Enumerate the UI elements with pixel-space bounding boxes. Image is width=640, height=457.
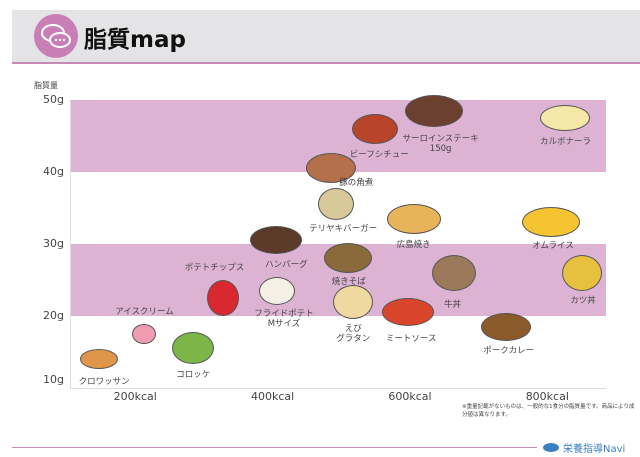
food-illustration-icon xyxy=(250,226,303,255)
food-illustration-icon xyxy=(132,324,157,344)
brand-icon xyxy=(543,443,559,452)
food-label: カルボナーラ xyxy=(539,137,591,147)
page-title: 脂質map xyxy=(84,27,186,53)
food-label: オムライス xyxy=(532,241,574,252)
food-label: ハンバーグ xyxy=(265,260,308,271)
header-bar: 脂質map xyxy=(12,10,640,64)
y-tick-label: 40g xyxy=(43,165,64,178)
food-label: ミートソース xyxy=(385,334,437,345)
food-label: ビーフシチュー xyxy=(349,149,409,160)
food-illustration-icon xyxy=(318,188,355,221)
food-illustration-icon xyxy=(352,113,399,144)
y-tick-label: 20g xyxy=(43,309,64,322)
food-label: えびグラタン xyxy=(336,323,371,344)
food-label: 広島焼き xyxy=(396,239,431,250)
food-illustration-icon xyxy=(207,280,240,316)
food-illustration-icon xyxy=(431,254,476,291)
food-label: 豚の角煮 xyxy=(339,178,374,189)
food-illustration-icon xyxy=(306,153,357,184)
food-label: クロワッサン xyxy=(78,377,130,388)
food-label: コロッケ xyxy=(176,370,211,381)
x-tick-label: 800kcal xyxy=(525,390,569,403)
footer-divider xyxy=(12,447,537,448)
y-tick-label: 10g xyxy=(43,373,64,386)
food-illustration-icon xyxy=(540,105,591,131)
food-label: テリヤキバーガー xyxy=(309,224,378,235)
food-illustration-icon xyxy=(172,332,215,365)
y-axis-label: 脂質量 xyxy=(34,81,58,90)
brand-logo: 栄養指導Navi xyxy=(543,440,625,455)
food-label: ポークカレー xyxy=(483,345,535,356)
food-illustration-icon xyxy=(80,349,119,370)
x-tick-label: 400kcal xyxy=(250,390,295,403)
food-label: アイスクリーム xyxy=(115,307,174,317)
food-illustration-icon xyxy=(333,284,374,319)
footnote: ※重量記載がないものは、一般的な1食分の脂質量です。商品により成分値は異なります… xyxy=(462,404,635,418)
x-tick-label: 600kcal xyxy=(388,390,432,403)
food-illustration-icon xyxy=(480,312,531,341)
food-label: 焼きそば xyxy=(331,277,366,288)
x-tick-label: 200kcal xyxy=(113,390,157,403)
brand-name: 栄養指導Navi xyxy=(563,444,626,455)
food-label: 牛丼 xyxy=(444,299,462,310)
food-illustration-icon xyxy=(522,207,581,238)
food-illustration-icon xyxy=(323,243,372,274)
y-tick-label: 30g xyxy=(43,237,64,250)
food-label: カツ丼 xyxy=(570,295,596,306)
food-label: ポテトチップス xyxy=(184,263,245,273)
y-tick-label: 50g xyxy=(43,93,64,106)
food-illustration-icon xyxy=(382,298,435,327)
food-illustration-icon xyxy=(259,276,296,305)
food-illustration-icon xyxy=(386,203,441,234)
chat-bubbles-icon xyxy=(34,14,78,58)
food-illustration-icon xyxy=(404,94,463,127)
food-illustration-icon xyxy=(561,254,602,291)
